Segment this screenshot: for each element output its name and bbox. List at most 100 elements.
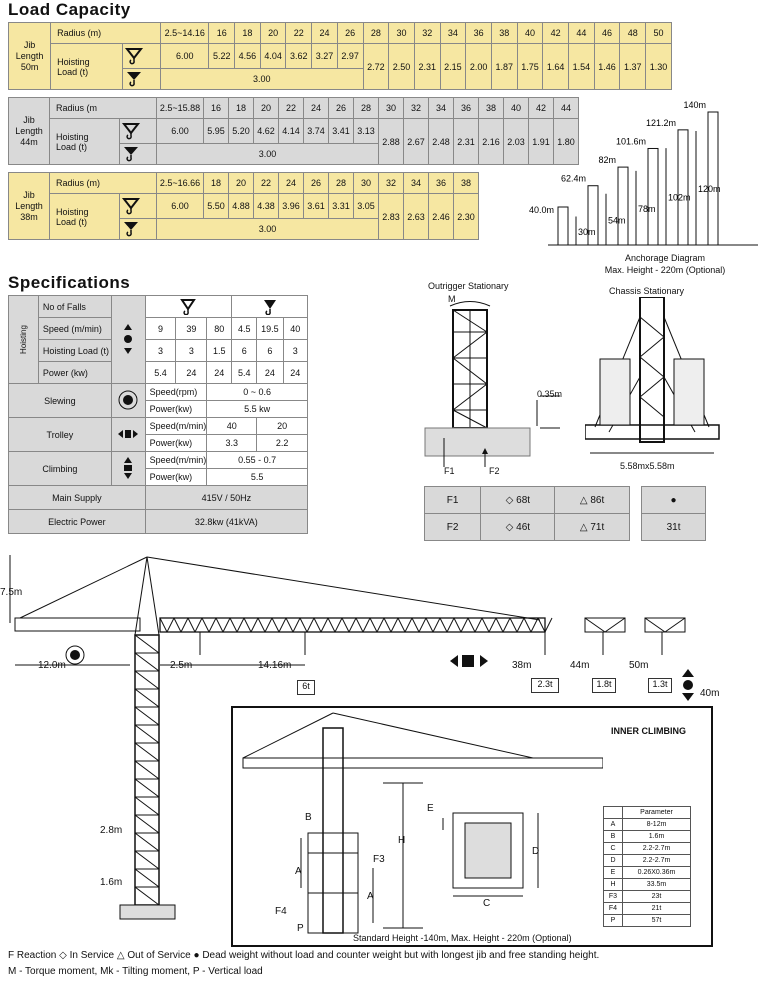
reaction-f2-out: △ 71t <box>554 513 630 541</box>
load-shared-cell: 2.00 <box>465 43 492 90</box>
param-key: P <box>603 914 623 927</box>
anchorage-inner-label: 30m <box>578 227 596 237</box>
ic-label-a: A <box>295 866 302 877</box>
load-two-fall-cell: 3.00 <box>156 143 379 165</box>
legend-out-service: Out of Service <box>127 950 191 961</box>
radius-cell: 2.5~14.16 <box>160 22 210 44</box>
spec-value-cell: 1.5 <box>206 339 233 362</box>
param-value: 1.6m <box>622 830 691 843</box>
chassis-title: Chassis Stationary <box>609 286 685 296</box>
hoisting-label: Hoisting <box>8 295 39 384</box>
anchorage-height-label: 62.4m <box>561 174 586 184</box>
trolley-speed-value-a: 40 <box>206 417 258 435</box>
inner-climbing-diagram <box>242 712 603 934</box>
load-four-fall-cell: 3.27 <box>311 43 338 69</box>
spec-value-cell: 39 <box>175 317 208 340</box>
jib-44-label: Jib Length 44m <box>8 97 50 165</box>
radius-cell: 20 <box>228 172 254 194</box>
anchorage-inner-label: 78m <box>638 204 656 214</box>
climbing-speed-value: 0.55 - 0.7 <box>206 451 308 469</box>
out-service-icon: △ <box>116 950 125 961</box>
load-shared-cell: 1.80 <box>553 118 579 165</box>
reaction-table: F1 ◇ 68t △ 86t ● F2 ◇ 46t △ 71t 31t <box>423 486 706 541</box>
mast-2-8: 2.8m <box>100 825 123 836</box>
param-key: F3 <box>603 890 623 903</box>
load-four-fall-cell: 3.41 <box>328 118 354 144</box>
load-four-fall-cell: 5.20 <box>228 118 254 144</box>
four-fall-hook-icon <box>118 118 158 144</box>
load-four-fall-cell: 4.88 <box>228 193 254 219</box>
electric-power-label: Electric Power <box>8 509 146 534</box>
radius-cell: 26 <box>328 97 354 119</box>
spec-speed-label: Speed (m/min) <box>37 317 112 340</box>
radius-cell: 22 <box>278 97 304 119</box>
spec-value-cell: 19.5 <box>256 317 284 340</box>
radius-cell: 36 <box>453 97 479 119</box>
radius-cell: 36 <box>465 22 492 44</box>
load-four-fall-cell: 3.13 <box>353 118 379 144</box>
spec-value-cell: 3 <box>144 339 177 362</box>
hoist-label: Hoisting Load (t) <box>50 43 123 90</box>
anchorage-inner-label: 54m <box>608 215 626 225</box>
two-fall-hook-icon <box>118 218 158 240</box>
reaction-f1-in: ◇ 68t <box>480 486 556 514</box>
four-fall-hook-icon <box>121 43 162 69</box>
spec-value-cell: 24 <box>206 361 233 384</box>
anchorage-height-label: 140m <box>683 100 706 110</box>
load-two-fall-cell: 3.00 <box>156 218 379 240</box>
height-7-5: 7.5m <box>0 587 23 598</box>
spec-load-label: Hoisting Load (t) <box>37 339 112 362</box>
load-shared-cell: 1.37 <box>619 43 647 90</box>
spec-power-label: Power (kw) <box>37 361 112 384</box>
ic-standard-height: Standard Height -140m, Max. Height - 220… <box>353 933 572 943</box>
outrigger-f2: F2 <box>489 466 500 476</box>
load-shared-cell: 2.72 <box>362 43 390 90</box>
trolley-label: Trolley <box>8 417 112 452</box>
load-four-fall-cell: 5.50 <box>203 193 229 219</box>
legend-line-1: F Reaction ◇ In Service △ Out of Service… <box>8 950 599 961</box>
in-service-icon: ◇ <box>505 521 514 533</box>
radius-cell: 30 <box>378 97 404 119</box>
radius-cell: 20 <box>259 22 287 44</box>
slewing-power-value: 5.5 kw <box>206 400 308 418</box>
load-shared-cell: 2.50 <box>388 43 415 90</box>
hook-height-40: 40m <box>700 688 720 699</box>
specifications-title: Specifications <box>8 273 131 292</box>
radius-cell: 42 <box>542 22 570 44</box>
load-four-fall-cell: 6.00 <box>160 43 210 69</box>
ic-label-f3: F3 <box>373 854 385 865</box>
load-shared-cell: 1.30 <box>645 43 672 90</box>
load-1-3t: 1.3t <box>648 678 672 693</box>
radius-44: 44m <box>570 660 590 671</box>
hoist-direction-icon <box>110 295 146 384</box>
chassis-diagram <box>585 297 720 454</box>
param-key: C <box>603 842 623 855</box>
spec-value-cell: 4.5 <box>231 317 258 340</box>
load-1-8t: 1.8t <box>592 678 616 693</box>
param-value: 23t <box>622 890 691 903</box>
outrigger-f1: F1 <box>444 466 455 476</box>
param-key: H <box>603 878 623 891</box>
reaction-f1-out: △ 86t <box>554 486 630 514</box>
radius-cell: 22 <box>285 22 313 44</box>
radius-cell: 38 <box>453 172 479 194</box>
anchorage-bar <box>677 129 689 246</box>
spec-two-fall-hook-icon <box>231 295 308 318</box>
trolley-speed-value-b: 20 <box>256 417 308 435</box>
ic-label-d: D <box>532 846 540 857</box>
hoist-label: Hoisting Load (t) <box>49 118 120 165</box>
radius-cell: 2.5~15.88 <box>156 97 204 119</box>
load-four-fall-cell: 4.14 <box>278 118 304 144</box>
spec-value-cell: 6 <box>231 339 258 362</box>
trolley-power-label: Power(kw) <box>144 434 208 452</box>
param-key: A <box>603 818 623 831</box>
radius-50: 50m <box>629 660 649 671</box>
ic-label-f4: F4 <box>275 906 287 917</box>
load-four-fall-cell: 6.00 <box>156 193 204 219</box>
slewing-power-label: Power(kw) <box>144 400 208 418</box>
legend-line-2: M - Torque moment, Mk - Tilting moment, … <box>8 966 263 977</box>
param-key: E <box>603 866 623 879</box>
outrigger-dim: 0.35m <box>537 389 563 399</box>
